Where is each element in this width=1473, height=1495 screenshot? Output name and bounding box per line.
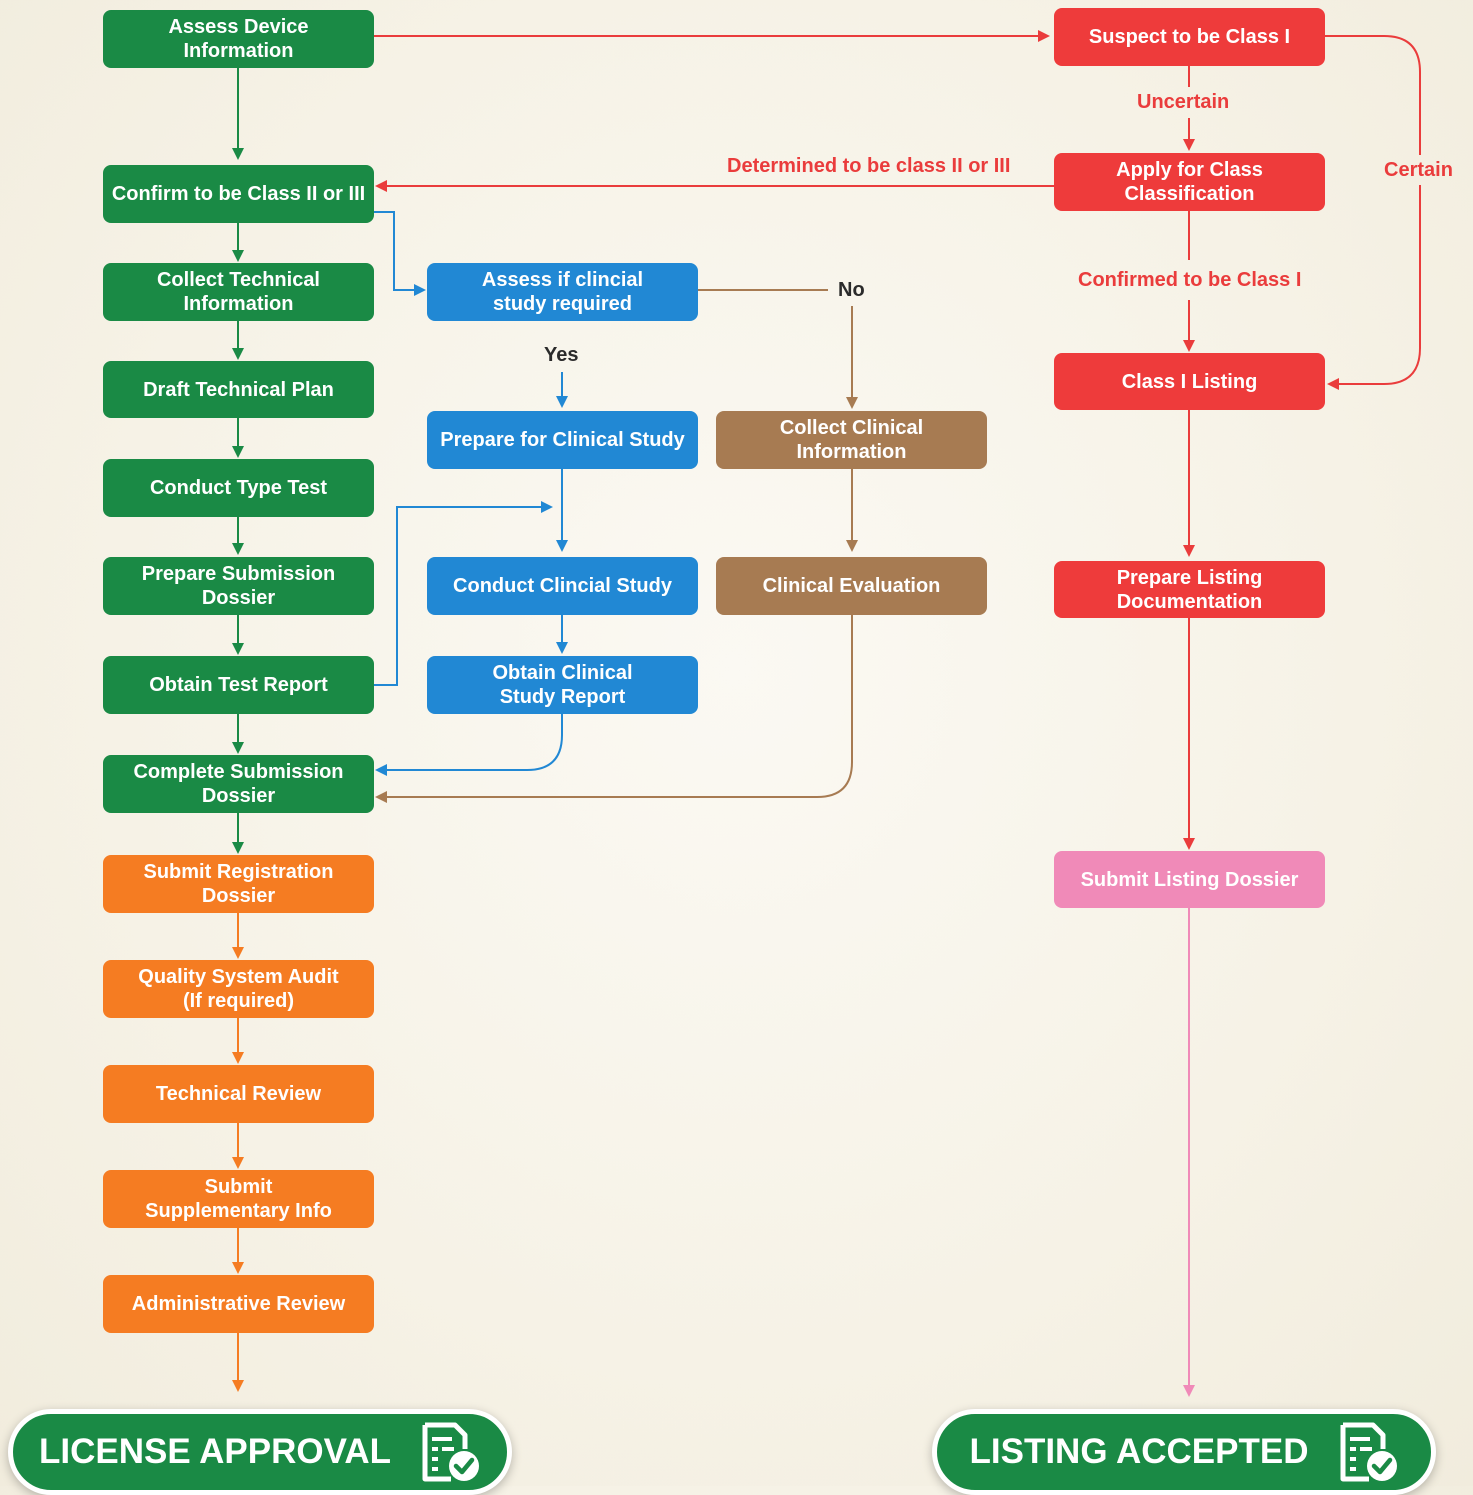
label-determined: Determined to be class II or III [727,155,1011,177]
node-type-test: Conduct Type Test [103,459,374,517]
arrow-eval-to-complete [375,615,853,803]
node-clinical-report: Obtain Clinical Study Report [427,656,698,714]
document-check-icon [422,1422,479,1482]
node-conduct-clinical: Conduct Clincial Study [427,557,698,615]
node-complete-dossier: Complete Submission Dossier [103,755,374,813]
node-prepare-listing: Prepare Listing Documentation [1054,561,1325,618]
node-draft-plan: Draft Technical Plan [103,361,374,418]
node-suspect-class1: Suspect to be Class I [1054,8,1325,66]
node-test-report: Obtain Test Report [103,656,374,714]
label-uncertain: Uncertain [1137,91,1230,113]
document-check-icon [1340,1422,1397,1482]
outcome-license-approval: LICENSE APPROVAL [8,1409,512,1495]
arrow-certain-to-listing [1327,185,1421,390]
node-admin-review: Administrative Review [103,1275,374,1333]
outcome-listing-label: LISTING ACCEPTED [969,1432,1309,1471]
label-confirmed-class1: Confirmed to be Class I [1078,269,1302,291]
line-suspect-certain-top [1325,35,1421,155]
label-no: No [838,279,865,301]
node-class1-listing: Class I Listing [1054,353,1325,410]
node-assess-clinical: Assess if clincial study required [427,263,698,321]
node-apply-classification: Apply for Class Classification [1054,153,1325,211]
node-collect-technical: Collect Technical Information [103,263,374,321]
label-certain: Certain [1384,159,1453,181]
arrow-testreport-to-conduct [374,501,553,686]
node-prepare-dossier: Prepare Submission Dossier [103,557,374,615]
outcome-listing-accepted: LISTING ACCEPTED [932,1409,1436,1495]
label-yes: Yes [544,344,579,366]
node-clinical-eval: Clinical Evaluation [716,557,987,615]
node-supplementary: Submit Supplementary Info [103,1170,374,1228]
node-confirm-class: Confirm to be Class II or III [103,165,374,223]
node-collect-clinical: Collect Clinical Information [716,411,987,469]
node-prepare-clinical: Prepare for Clinical Study [427,411,698,469]
node-technical-review: Technical Review [103,1065,374,1123]
node-submit-listing: Submit Listing Dossier [1054,851,1325,908]
node-submit-registration: Submit Registration Dossier [103,855,374,913]
node-assess-device: Assess Device Information [103,10,374,68]
arrow-clinical-report-to-complete [375,714,563,776]
node-quality-audit: Quality System Audit (If required) [103,960,374,1018]
outcome-license-label: LICENSE APPROVAL [39,1432,391,1471]
arrow-confirm-to-assess-clinical [374,211,426,296]
